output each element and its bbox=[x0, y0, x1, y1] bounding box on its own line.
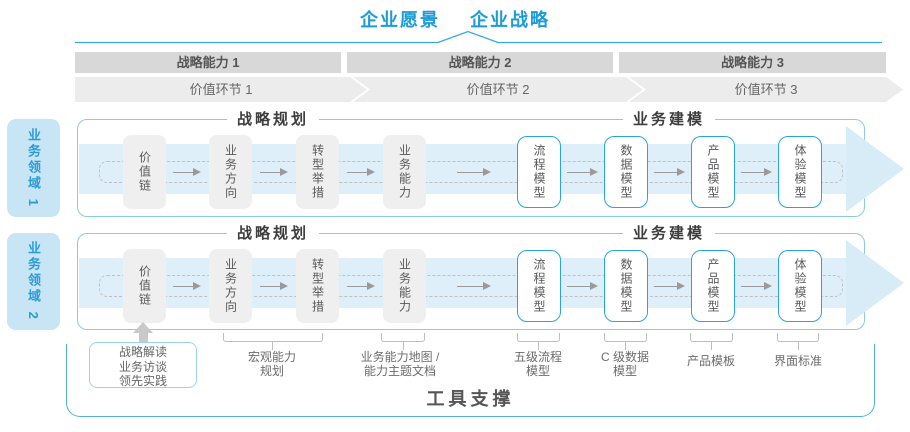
box-business-capability-text: 业务能力 bbox=[397, 258, 412, 314]
box-transformation-initiatives-text: 转型举措 bbox=[310, 144, 325, 200]
box-product-model: 产品模型 bbox=[691, 250, 735, 322]
tool-support-container: 工具支撑 bbox=[66, 344, 875, 417]
box-process-model-text: 流程模型 bbox=[532, 258, 546, 314]
arrow-icon bbox=[457, 168, 491, 176]
arrow-icon bbox=[260, 168, 288, 176]
capability-bar-1: 战略能力 1 bbox=[75, 52, 341, 73]
arrow-icon bbox=[741, 282, 772, 290]
brace-ui-standard bbox=[777, 333, 819, 342]
arrow-icon bbox=[347, 282, 375, 290]
arrow-icon bbox=[173, 168, 201, 176]
annotation-data-model: C 级数据 模型 bbox=[600, 350, 650, 378]
annotation-product-template: 产品模板 bbox=[686, 354, 736, 368]
flow-band-arrow-icon bbox=[846, 240, 904, 326]
box-data-model-text: 数据模型 bbox=[619, 144, 633, 200]
main-title: 企业愿景 企业战略 bbox=[0, 6, 910, 32]
arrow-icon bbox=[567, 168, 598, 176]
box-process-model: 流程模型 bbox=[517, 136, 561, 208]
lane-domain-1: 战略规划 业务建模 价值链 业务方向 转型举措 业务能力 流程模型 数据模型 产… bbox=[77, 110, 904, 217]
modeling-title: 业务建模 bbox=[622, 224, 716, 243]
arrow-icon bbox=[567, 282, 598, 290]
box-process-model: 流程模型 bbox=[517, 250, 561, 322]
box-data-model-text: 数据模型 bbox=[619, 258, 633, 314]
domain-label-1-text: 业务领域 1 bbox=[26, 127, 41, 209]
box-transformation-initiatives-text: 转型举措 bbox=[310, 258, 325, 314]
brace-capability-map-stem bbox=[403, 342, 404, 350]
brace-product-template bbox=[690, 333, 733, 342]
box-process-model-text: 流程模型 bbox=[532, 144, 546, 200]
arrow-icon bbox=[654, 168, 685, 176]
box-business-direction-text: 业务方向 bbox=[223, 258, 238, 314]
box-value-chain-text: 价值链 bbox=[137, 151, 152, 193]
box-product-model: 产品模型 bbox=[691, 136, 735, 208]
vision-title: 企业愿景 bbox=[360, 10, 440, 30]
box-product-model-text: 产品模型 bbox=[706, 258, 720, 314]
arrow-icon bbox=[457, 282, 491, 290]
box-business-direction: 业务方向 bbox=[209, 135, 252, 209]
annotation-capability-map: 业务能力地图 / 能力主题文档 bbox=[360, 350, 440, 378]
arrow-icon bbox=[173, 282, 201, 290]
value-chevron-2: 价值环节 2 bbox=[353, 77, 643, 102]
box-business-capability: 业务能力 bbox=[383, 135, 426, 209]
domain-label-2-text: 业务领域 2 bbox=[26, 241, 41, 322]
box-business-direction: 业务方向 bbox=[209, 249, 252, 323]
box-business-capability: 业务能力 bbox=[383, 249, 426, 323]
annotation-process-model: 五级流程 模型 bbox=[513, 350, 563, 378]
brace-macro bbox=[223, 333, 323, 342]
value-chevron-3: 价值环节 3 bbox=[629, 77, 903, 102]
planning-title: 战略规划 bbox=[226, 110, 320, 129]
domain-label-1: 业务领域 1 bbox=[7, 119, 60, 217]
flow-band-arrow-icon bbox=[846, 126, 904, 212]
box-experience-model-text: 体验模型 bbox=[793, 144, 807, 200]
box-data-model: 数据模型 bbox=[604, 250, 648, 322]
box-experience-model: 体验模型 bbox=[778, 136, 822, 208]
arrow-icon bbox=[654, 282, 685, 290]
capability-bar-2: 战略能力 2 bbox=[347, 52, 613, 73]
arrow-icon bbox=[347, 168, 375, 176]
arrow-icon bbox=[741, 168, 772, 176]
annotation-macro-capability: 宏观能力 规划 bbox=[247, 350, 297, 378]
up-arrow-stem bbox=[139, 333, 148, 342]
value-chevron-1: 价值环节 1 bbox=[75, 77, 367, 102]
box-product-model-text: 产品模型 bbox=[706, 144, 720, 200]
box-value-chain: 价值链 bbox=[123, 249, 166, 323]
box-transformation-initiatives: 转型举措 bbox=[296, 249, 339, 323]
box-business-direction-text: 业务方向 bbox=[223, 144, 238, 200]
annotation-sources-box: 战略解读 业务访谈 领先实践 bbox=[89, 342, 197, 388]
box-transformation-initiatives: 转型举措 bbox=[296, 135, 339, 209]
box-business-capability-text: 业务能力 bbox=[397, 144, 412, 200]
box-experience-model-text: 体验模型 bbox=[793, 258, 807, 314]
brace-product-template-stem bbox=[711, 342, 712, 350]
box-value-chain-text: 价值链 bbox=[137, 265, 152, 307]
planning-title: 战略规划 bbox=[226, 224, 320, 243]
capability-bar-3: 战略能力 3 bbox=[619, 52, 886, 73]
dashed-track bbox=[99, 275, 843, 297]
brace-data-model bbox=[604, 333, 647, 342]
box-value-chain: 价值链 bbox=[123, 135, 166, 209]
caret-line bbox=[75, 30, 882, 44]
brace-capability-map bbox=[381, 333, 425, 342]
box-experience-model: 体验模型 bbox=[778, 250, 822, 322]
brace-macro-stem bbox=[272, 342, 273, 350]
tool-support-label: 工具支撑 bbox=[426, 389, 515, 409]
lane-domain-2: 战略规划 业务建模 价值链 业务方向 转型举措 业务能力 流程模型 数据模型 产… bbox=[77, 224, 904, 330]
modeling-title: 业务建模 bbox=[622, 110, 716, 129]
arrow-icon bbox=[260, 282, 288, 290]
brace-process-model bbox=[517, 333, 560, 342]
box-data-model: 数据模型 bbox=[604, 136, 648, 208]
brace-process-model-stem bbox=[538, 342, 539, 350]
domain-label-2: 业务领域 2 bbox=[7, 233, 60, 330]
up-arrow-icon bbox=[133, 322, 153, 333]
strategy-title: 企业战略 bbox=[470, 10, 550, 30]
annotation-ui-standard: 界面标准 bbox=[773, 354, 823, 368]
brace-ui-standard-stem bbox=[798, 342, 799, 350]
dashed-track bbox=[99, 161, 843, 183]
brace-data-model-stem bbox=[625, 342, 626, 350]
